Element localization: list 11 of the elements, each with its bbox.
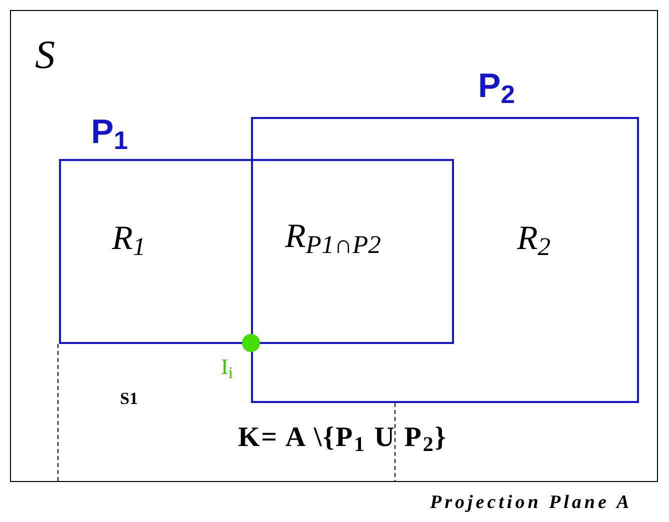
region-label: R$_{2}$ <box>517 222 551 256</box>
region-heading: P$_{2}$ <box>478 69 515 103</box>
region-label: R$_{1}$ <box>112 222 146 256</box>
formula: K= A \{P$_{1}$ U P$_{2}$} <box>238 424 448 452</box>
caption: Projection Plane A <box>430 493 632 512</box>
region-label: R$_{P1∩P2}$ <box>285 220 381 254</box>
point-label: I$_{i}$ <box>221 356 233 378</box>
set-label: S1 <box>120 390 138 407</box>
set-label: S <box>35 35 55 75</box>
frame <box>10 10 658 482</box>
region-heading: P$_{1}$ <box>91 115 128 149</box>
